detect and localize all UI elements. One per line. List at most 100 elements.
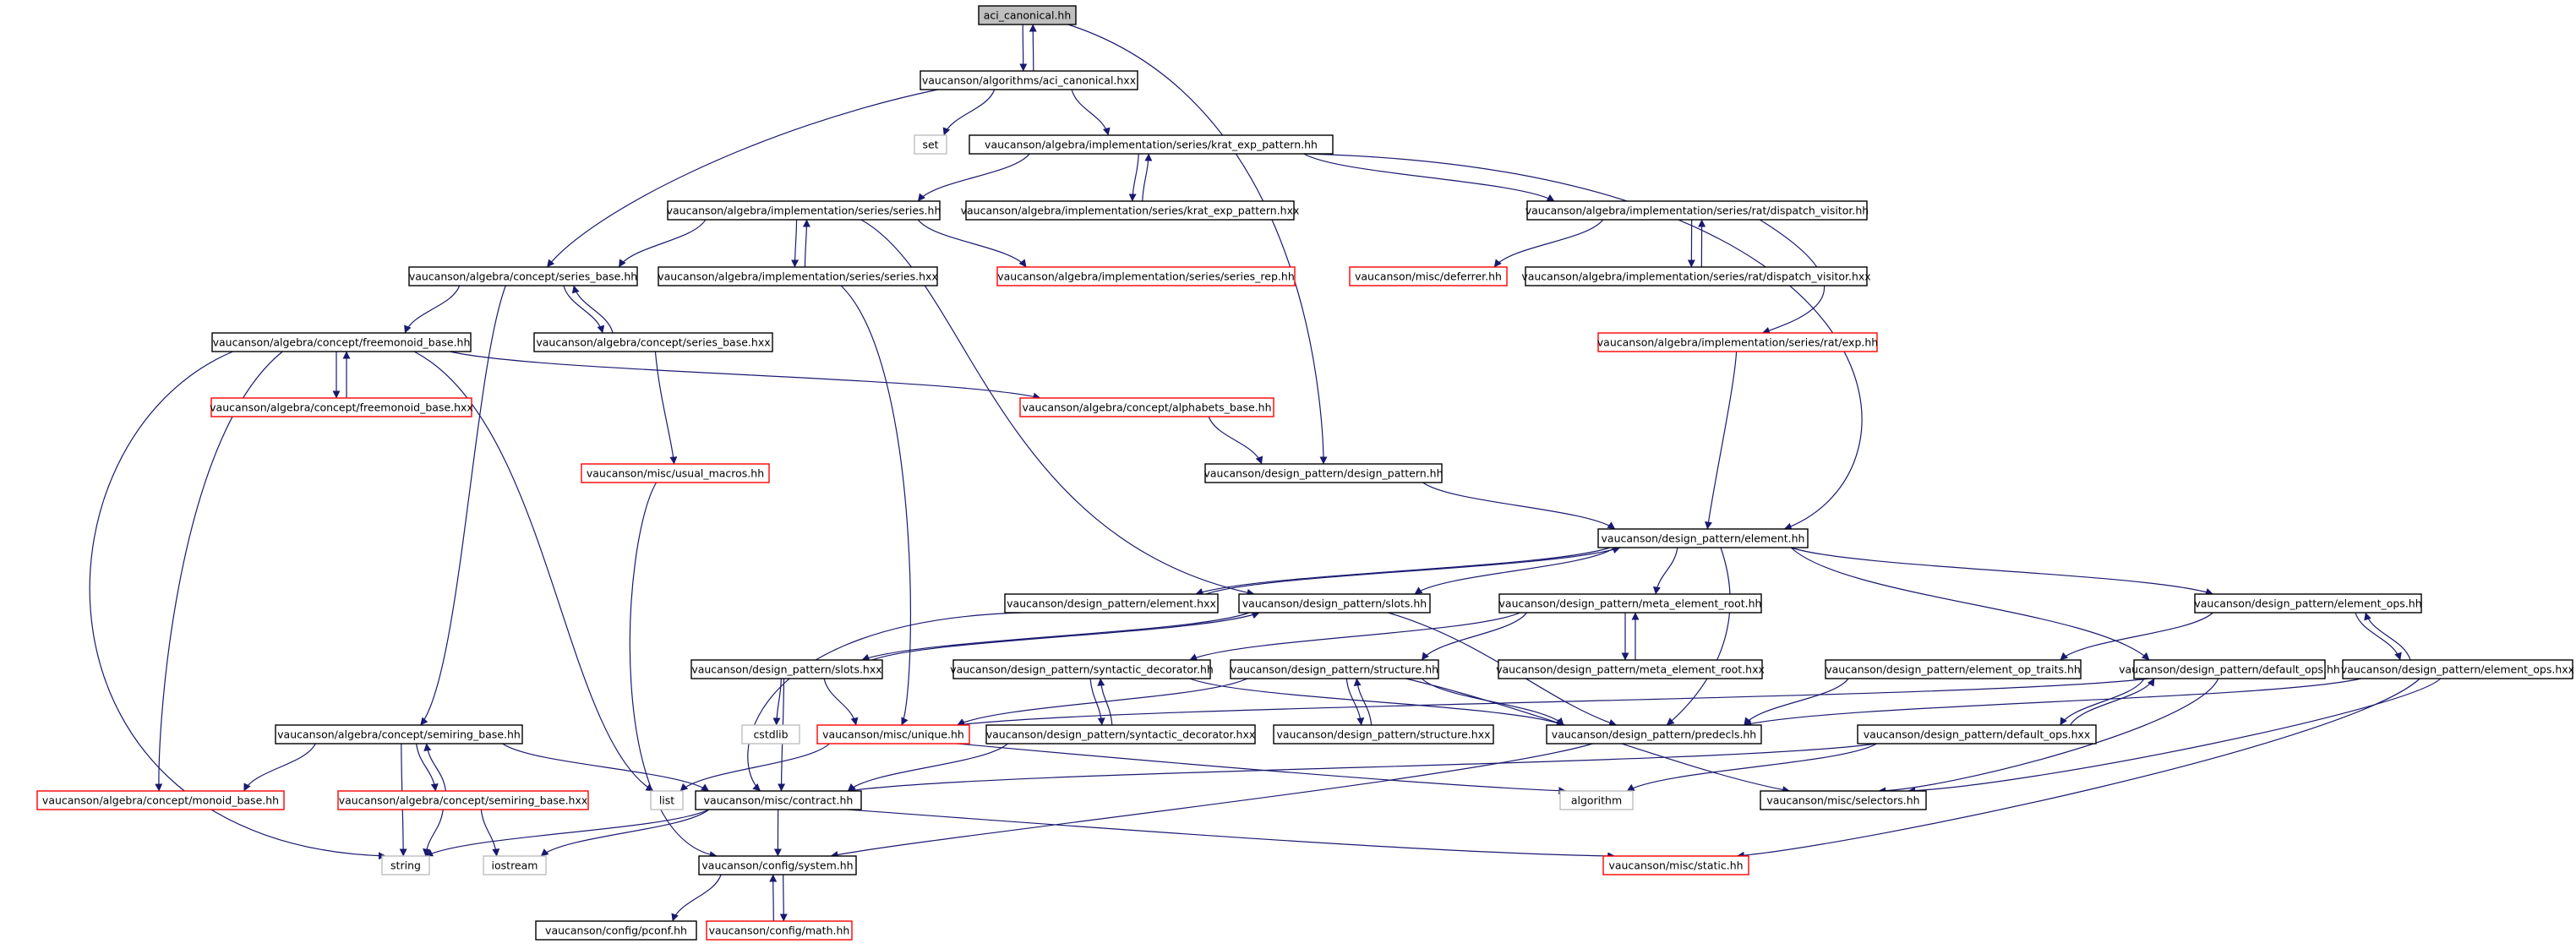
node-series-rep[interactable]: vaucanson/algebra/implementation/series/…: [996, 266, 1296, 286]
node-contract[interactable]: vaucanson/misc/contract.hh: [695, 790, 862, 810]
node-slots-hxx[interactable]: vaucanson/design_pattern/slots.hxx: [690, 659, 883, 679]
node-exp-hh[interactable]: vaucanson/algebra/implementation/series/…: [1597, 332, 1878, 352]
node-monoid-base[interactable]: vaucanson/algebra/concept/monoid_base.hh: [36, 790, 285, 810]
node-seriesbase-hxx[interactable]: vaucanson/algebra/concept/series_base.hx…: [533, 332, 773, 352]
edge-default_ops_hxx-to-contract: [847, 743, 1877, 794]
node-label: vaucanson/algebra/implementation/series/…: [658, 270, 938, 283]
node-set[interactable]: set: [914, 134, 947, 155]
node-series-hxx[interactable]: vaucanson/algebra/implementation/series/…: [658, 266, 938, 286]
node-element-hh[interactable]: vaucanson/design_pattern/element.hh: [1597, 528, 1809, 548]
node-label: vaucanson/algebra/concept/monoid_base.hh: [42, 794, 279, 807]
node-box: [914, 134, 947, 155]
node-label: vaucanson/algebra/implementation/series/…: [1597, 336, 1878, 349]
node-box: [1559, 790, 1634, 810]
node-string[interactable]: string: [381, 855, 430, 875]
edge-syntactic_hh-to-syntactic_hxx: [1089, 678, 1105, 726]
node-deferrer[interactable]: vaucanson/misc/deferrer.hh: [1349, 266, 1508, 286]
node-label: vaucanson/config/system.hh: [701, 859, 853, 872]
node-meta-root-hxx[interactable]: vaucanson/design_pattern/meta_element_ro…: [1496, 659, 1765, 679]
edge-semiring_hh-to-monoid_base: [243, 743, 316, 792]
node-default-ops-hh[interactable]: vaucanson/design_pattern/default_ops.hh: [2119, 659, 2340, 679]
edge-series_hh-to-series_rep: [917, 219, 1027, 268]
edge-element_ops_hh-to-element_ops_hxx: [2355, 612, 2402, 661]
node-label: vaucanson/design_pattern/design_pattern.…: [1203, 467, 1443, 480]
node-box: [695, 790, 862, 810]
edge-meta_root_hh-to-structure_hh: [1421, 612, 1527, 661]
edge-krat_hh-to-element_hh: [1303, 153, 1863, 531]
node-label: vaucanson/design_pattern/meta_element_ro…: [1496, 663, 1765, 676]
node-element-hxx[interactable]: vaucanson/design_pattern/element.hxx: [1004, 593, 1219, 614]
edge-semiring_hxx-to-string: [423, 809, 444, 857]
node-syntactic-hh[interactable]: vaucanson/design_pattern/syntactic_decor…: [950, 659, 1214, 679]
node-box: [1204, 463, 1443, 483]
node-meta-root-hh[interactable]: vaucanson/design_pattern/meta_element_ro…: [1498, 593, 1762, 614]
node-box: [690, 659, 883, 679]
node-predecls[interactable]: vaucanson/design_pattern/predecls.hh: [1546, 724, 1762, 744]
node-static[interactable]: vaucanson/misc/static.hh: [1602, 855, 1749, 875]
edge-series_hh-to-series_hxx: [791, 219, 800, 268]
node-label: vaucanson/design_pattern/default_ops.hxx: [1864, 728, 2091, 741]
node-element-op-traits[interactable]: vaucanson/design_pattern/element_op_trai…: [1825, 659, 2082, 679]
node-system[interactable]: vaucanson/config/system.hh: [698, 855, 857, 875]
edge-aci_hxx-to-krat_hh: [1071, 89, 1111, 136]
node-list[interactable]: list: [650, 790, 684, 810]
node-box: [337, 790, 589, 810]
node-label: vaucanson/algebra/implementation/series/…: [667, 205, 941, 217]
edges-layer: [89, 24, 2442, 922]
node-iostream[interactable]: iostream: [483, 855, 547, 875]
node-krat-hh[interactable]: vaucanson/algebra/implementation/series/…: [969, 134, 1334, 155]
node-label: vaucanson/design_pattern/element_ops.hh: [2194, 597, 2421, 610]
node-krat-hxx[interactable]: vaucanson/algebra/implementation/series/…: [961, 200, 1300, 221]
node-slots-hh[interactable]: vaucanson/design_pattern/slots.hh: [1238, 593, 1431, 614]
node-structure-hxx[interactable]: vaucanson/design_pattern/structure.hxx: [1273, 724, 1494, 744]
node-freemonoid-hh[interactable]: vaucanson/algebra/concept/freemonoid_bas…: [211, 332, 472, 352]
node-design-pattern[interactable]: vaucanson/design_pattern/design_pattern.…: [1203, 463, 1444, 483]
edge-predecls-to-system: [830, 743, 1593, 859]
node-series-hh[interactable]: vaucanson/algebra/implementation/series/…: [667, 200, 941, 221]
node-label: vaucanson/config/math.hh: [709, 924, 850, 937]
node-usual-macros[interactable]: vaucanson/misc/usual_macros.hh: [581, 463, 770, 483]
node-cstdlib[interactable]: cstdlib: [741, 724, 800, 744]
node-pconf[interactable]: vaucanson/config/pconf.hh: [535, 920, 697, 941]
node-box: [658, 266, 938, 286]
node-aci-hxx[interactable]: vaucanson/algorithms/aci_canonical.hxx: [920, 70, 1138, 90]
node-box: [698, 855, 857, 875]
node-default-ops-hxx[interactable]: vaucanson/design_pattern/default_ops.hxx: [1857, 724, 2097, 744]
node-box: [535, 920, 697, 941]
node-semiring-hxx[interactable]: vaucanson/algebra/concept/semiring_base.…: [337, 790, 589, 810]
node-aci-hh[interactable]: aci_canonical.hh: [978, 5, 1077, 25]
node-box: [985, 724, 1256, 744]
node-box: [1526, 200, 1868, 221]
node-unique[interactable]: vaucanson/misc/unique.hh: [816, 724, 970, 744]
node-label: vaucanson/algebra/implementation/series/…: [997, 270, 1295, 283]
node-selectors[interactable]: vaucanson/misc/selectors.hh: [1760, 790, 1927, 810]
edge-aci_hxx-to-seriesbase_hh: [546, 89, 938, 268]
node-algorithm[interactable]: algorithm: [1559, 790, 1634, 810]
edge-element_hh-to-meta_root_hh: [1652, 547, 1678, 595]
edge-exp_hh-to-element_hh: [1705, 351, 1738, 530]
node-semiring-hh[interactable]: vaucanson/algebra/concept/semiring_base.…: [275, 724, 523, 744]
node-seriesbase-hh[interactable]: vaucanson/algebra/concept/series_base.hh: [408, 266, 638, 286]
node-box: [1238, 593, 1431, 614]
node-structure-hh[interactable]: vaucanson/design_pattern/structure.hh: [1230, 659, 1439, 679]
node-dispatch-hxx[interactable]: vaucanson/algebra/implementation/series/…: [1521, 266, 1871, 286]
edge-series_hh-to-seriesbase_hh: [618, 219, 707, 268]
node-box: [1349, 266, 1508, 286]
node-math[interactable]: vaucanson/config/math.hh: [706, 920, 853, 941]
node-label: vaucanson/algebra/concept/semiring_base.…: [277, 728, 521, 741]
node-alphabets[interactable]: vaucanson/algebra/concept/alphabets_base…: [1019, 397, 1274, 417]
node-label: vaucanson/misc/contract.hh: [704, 794, 854, 807]
node-box: [381, 855, 430, 875]
node-syntactic-hxx[interactable]: vaucanson/design_pattern/syntactic_decor…: [985, 724, 1256, 744]
node-element-ops-hxx[interactable]: vaucanson/design_pattern/element_ops.hxx: [2341, 659, 2574, 679]
edge-syntactic_hxx-to-contract: [847, 743, 1008, 792]
edge-seriesbase_hh-to-freemonoid_hh: [404, 285, 461, 334]
node-freemonoid-hxx[interactable]: vaucanson/algebra/concept/freemonoid_bas…: [210, 397, 473, 417]
edge-semiring_hxx-to-iostream: [480, 809, 500, 857]
edge-unique-to-algorithm: [957, 743, 1567, 795]
edge-design_pattern-to-element_hh: [1422, 482, 1616, 530]
node-dispatch-hh[interactable]: vaucanson/algebra/implementation/series/…: [1525, 200, 1869, 221]
node-label: vaucanson/algebra/concept/series_base.hx…: [536, 336, 770, 349]
node-element-ops-hh[interactable]: vaucanson/design_pattern/element_ops.hh: [2194, 593, 2422, 614]
node-box: [706, 920, 853, 941]
